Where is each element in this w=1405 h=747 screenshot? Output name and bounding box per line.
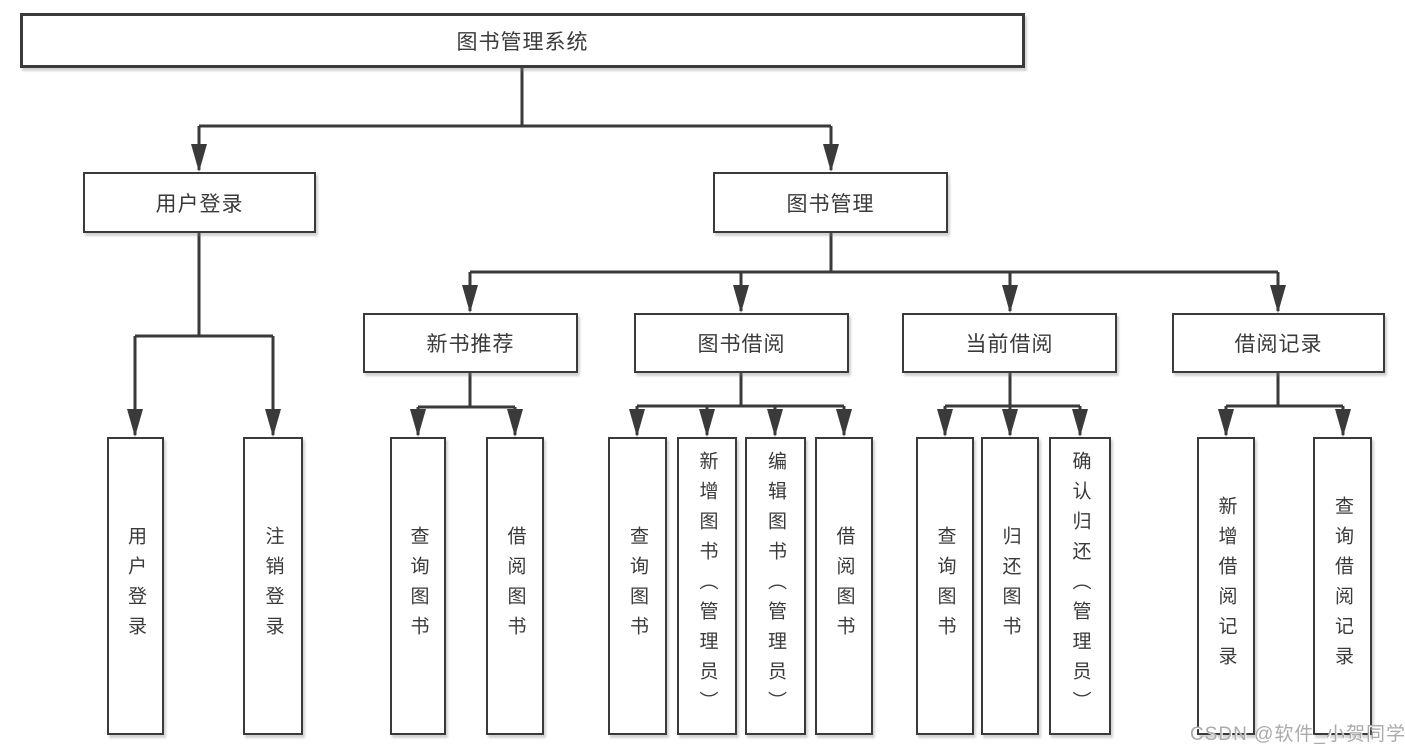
node-book-borrow-label: 图书借阅 bbox=[697, 333, 786, 356]
node-borrow-records: 借阅记录 bbox=[1172, 313, 1385, 373]
leaf-borrow-edit-books-admin: 编辑图书（管理员） bbox=[745, 437, 806, 735]
node-user-login: 用户登录 bbox=[83, 172, 316, 233]
leaf-logout-label: 注销登录 bbox=[262, 526, 284, 646]
leaf-records-add-record-label: 新增借阅记录 bbox=[1215, 496, 1237, 676]
leaf-records-query-record: 查询借阅记录 bbox=[1313, 437, 1372, 735]
node-book-management-label: 图书管理 bbox=[786, 192, 875, 216]
leaf-logout: 注销登录 bbox=[243, 437, 303, 735]
leaf-user-login-label: 用户登录 bbox=[125, 526, 146, 646]
leaf-current-confirm-return-admin: 确认归还（管理员） bbox=[1049, 437, 1111, 735]
leaf-user-login: 用户登录 bbox=[107, 437, 164, 735]
node-new-book-recommend: 新书推荐 bbox=[363, 313, 578, 373]
node-book-management: 图书管理 bbox=[713, 172, 948, 233]
leaf-current-confirm-return-admin-label: 确认归还（管理员） bbox=[1069, 451, 1091, 721]
node-user-login-label: 用户登录 bbox=[155, 192, 244, 216]
leaf-newbook-query-books: 查询图书 bbox=[390, 437, 446, 735]
node-root-system-label: 图书管理系统 bbox=[456, 30, 589, 54]
leaf-borrow-borrow-books-label: 借阅图书 bbox=[833, 526, 855, 646]
leaf-current-query-books-label: 查询图书 bbox=[934, 526, 956, 646]
leaf-records-add-record: 新增借阅记录 bbox=[1197, 437, 1255, 735]
leaf-current-return-books: 归还图书 bbox=[981, 437, 1039, 735]
leaf-current-query-books: 查询图书 bbox=[916, 437, 974, 735]
leaf-borrow-borrow-books: 借阅图书 bbox=[815, 437, 873, 735]
node-borrow-records-label: 借阅记录 bbox=[1234, 333, 1323, 356]
leaf-current-return-books-label: 归还图书 bbox=[999, 526, 1021, 646]
leaf-borrow-query-books-label: 查询图书 bbox=[627, 526, 648, 646]
leaf-newbook-borrow-books: 借阅图书 bbox=[486, 437, 544, 735]
leaf-borrow-query-books: 查询图书 bbox=[608, 437, 667, 735]
leaf-newbook-query-books-label: 查询图书 bbox=[407, 526, 429, 646]
node-book-borrow: 图书借阅 bbox=[634, 313, 849, 373]
csdn-watermark: CSDN @软件_小贺同学 bbox=[1190, 724, 1405, 745]
leaf-borrow-add-books-admin-label: 新增图书（管理员） bbox=[696, 451, 718, 721]
leaf-borrow-edit-books-admin-label: 编辑图书（管理员） bbox=[765, 451, 786, 721]
node-current-borrow: 当前借阅 bbox=[902, 313, 1117, 373]
leaf-newbook-borrow-books-label: 借阅图书 bbox=[504, 526, 526, 646]
node-new-book-recommend-label: 新书推荐 bbox=[426, 333, 515, 356]
node-current-borrow-label: 当前借阅 bbox=[965, 333, 1054, 356]
leaf-borrow-add-books-admin: 新增图书（管理员） bbox=[677, 437, 737, 735]
node-root-system: 图书管理系统 bbox=[20, 13, 1025, 68]
leaf-records-query-record-label: 查询借阅记录 bbox=[1332, 496, 1353, 676]
